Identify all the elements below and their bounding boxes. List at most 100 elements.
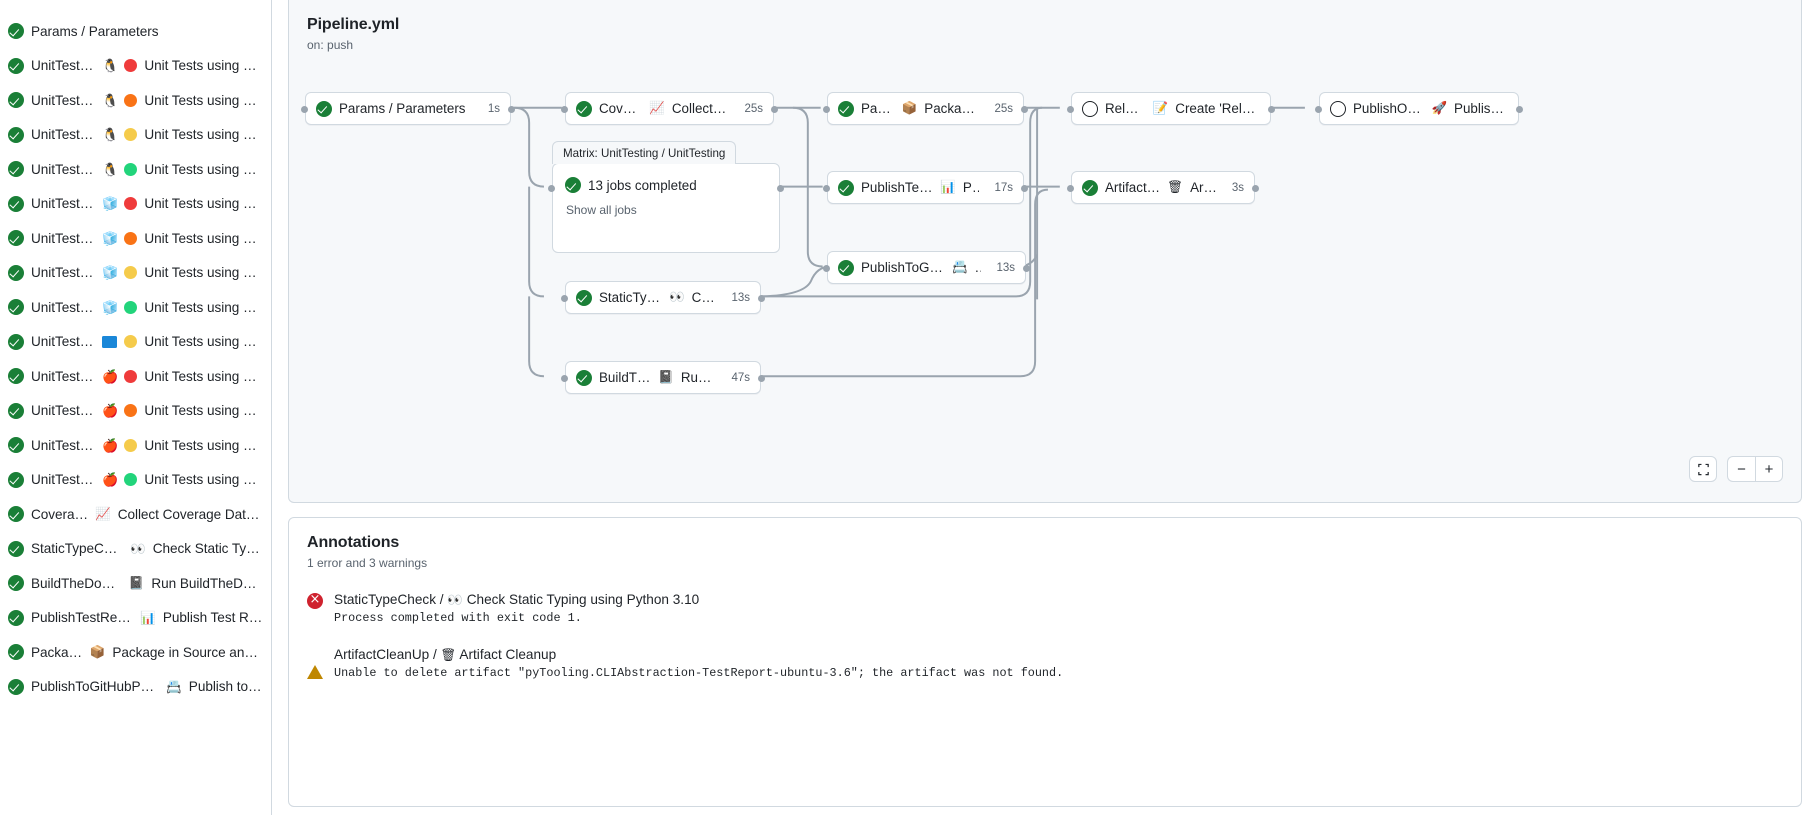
success-check-icon [8,333,24,350]
success-check-icon [8,678,24,695]
graph-node-duration: 17s [994,181,1013,194]
node-input-port [823,106,830,113]
annotation-item[interactable]: ArtifactCleanUp / 🗑 Artifact CleanupUnab… [307,647,1783,680]
sidebar-job-row[interactable]: UnitTesting / 🧊Unit Tests using Pyth... [0,187,271,222]
sidebar-job-row[interactable]: PublishToGitHubPages / 📇Publish to G... [0,670,271,705]
zoom-out-label: − [1737,460,1746,478]
sidebar-job-label: UnitTesting / [31,127,96,143]
sidebar-job-label: UnitTesting / [31,196,96,212]
python-version-dot [124,404,138,418]
sidebar-job-row[interactable]: BuildTheDocs / 📓Run BuildTheDocs [0,566,271,601]
sidebar-job-row[interactable]: UnitTesting / 🐧Unit Tests using Pyth... [0,49,271,84]
graph-node-typecheck[interactable]: StaticTypeCheck / 👀Chec...13s [561,281,765,314]
matrix-summary-row: 13 jobs completed [565,177,767,193]
sidebar-job-row[interactable]: UnitTesting / 🐧Unit Tests using Pyth... [0,118,271,153]
sidebar-job-row[interactable]: UnitTesting / 🧊Unit Tests using Pyth... [0,256,271,291]
node-input-port [1315,106,1322,113]
zoom-out-button[interactable]: − [1727,456,1755,482]
success-check-icon [8,230,24,247]
job-emoji-icon: 📇 [166,679,182,694]
sidebar-job-row[interactable]: UnitTesting / 🍎Unit Tests using Pyth... [0,463,271,498]
sidebar-job-label: UnitTesting / [31,299,96,315]
sidebar-job-suffix: Unit Tests using Pyth... [144,368,263,384]
sidebar-job-row[interactable]: PublishTestResults / 📊Publish Test Resu.… [0,601,271,636]
success-check-icon [1082,179,1098,196]
node-output-port [1252,185,1259,192]
success-check-icon [8,609,24,626]
sidebar-job-suffix: Unit Tests using Pyth... [144,92,263,108]
sidebar-job-label: UnitTesting / [31,230,96,246]
sidebar-job-row[interactable]: Coverage / 📈Collect Coverage Data usi... [0,497,271,532]
main-content: Pipeline.yml on: push [272,0,1818,815]
success-check-icon [8,264,24,281]
sidebar-job-row[interactable]: UnitTesting / 🐧Unit Tests using Pyth... [0,152,271,187]
graph-node-duration: 47s [731,371,750,384]
graph-node-duration: 25s [994,102,1013,115]
graph-node-testresults[interactable]: PublishTestResults / 📊Pu...17s [823,171,1028,204]
matrix-group[interactable]: Matrix: UnitTesting / UnitTesting 13 job… [548,141,784,253]
show-all-jobs-link[interactable]: Show all jobs [566,203,637,217]
success-check-icon [8,368,24,385]
graph-edges [508,106,1305,378]
sidebar-job-label: UnitTesting / [31,161,96,177]
zoom-button-group: − + [1727,456,1783,482]
graph-node-docs[interactable]: BuildTheDocs / 📓Run Buil...47s [561,361,765,394]
annotation-body: StaticTypeCheck / 👀 Check Static Typing … [334,592,699,625]
graph-node-coverage[interactable]: Coverage / 📈Collect Cove...25s [561,92,778,125]
sidebar-job-label: Package / [31,644,83,660]
python-version-dot [124,197,138,211]
node-output-port [758,375,765,382]
graph-node-package[interactable]: Package / 📦Package in So...25s [823,92,1028,125]
success-check-icon [565,177,581,193]
graph-node-step-label: Artifac... [1190,180,1217,195]
sidebar-job-row[interactable]: StaticTypeCheck / 👀Check Static Typing..… [0,532,271,567]
success-check-icon [8,402,24,419]
graph-node-ghpages[interactable]: PublishToGitHubPages / 📇...13s [823,251,1030,284]
node-output-port [1268,106,1275,113]
graph-node-emoji-icon: 📓 [658,370,674,385]
apple-icon: 🍎 [102,403,119,419]
python-version-dot [124,369,138,383]
apple-icon: 🍎 [102,437,119,453]
sidebar-job-row[interactable]: UnitTesting / 🍎Unit Tests using Pyth... [0,394,271,429]
sidebar-job-row[interactable]: UnitTesting / 🐧Unit Tests using Pyth... [0,83,271,118]
sidebar-job-row[interactable]: UnitTesting / Unit Tests using Pyth... [0,325,271,360]
graph-node-pypi[interactable]: PublishOnPyPI / 🚀Publish to ... [1315,92,1523,125]
sidebar-job-label: UnitTesting / [31,472,96,488]
sidebar-job-label: UnitTesting / [31,265,96,281]
matrix-body: 13 jobs completed Show all jobs [553,164,779,227]
success-check-icon [576,100,592,117]
graph-node-label: PublishOnPyPI / [1353,101,1424,116]
sidebar-job-row[interactable]: UnitTesting / 🍎Unit Tests using Pyth... [0,359,271,394]
success-check-icon [8,57,24,74]
python-version-dot [124,473,138,487]
zoom-in-button[interactable]: + [1755,456,1783,482]
annotation-item[interactable]: StaticTypeCheck / 👀 Check Static Typing … [307,592,1783,625]
annotations-title: Annotations [307,534,400,551]
graph-node-artifact[interactable]: ArtifactCleanUp / 🗑Artifac...3s [1067,171,1259,204]
python-version-dot [124,162,138,176]
sidebar-job-row[interactable]: UnitTesting / 🍎Unit Tests using Pyth... [0,428,271,463]
annotation-emoji-icon: 🗑 [440,648,457,662]
sidebar-job-row[interactable]: Params / Parameters [0,14,271,49]
graph-node-emoji-icon: 📊 [940,180,956,195]
sidebar-job-label: PublishToGitHubPages / [31,679,160,695]
sidebar-job-label: BuildTheDocs / [31,575,122,591]
node-output-port [508,106,515,113]
sidebar-job-suffix: Unit Tests using Pyth... [144,230,263,246]
fit-to-screen-button[interactable] [1689,456,1717,482]
sidebar-job-row[interactable]: Package / 📦Package in Source and Wh... [0,635,271,670]
sidebar-job-row[interactable]: UnitTesting / 🧊Unit Tests using Pyth... [0,221,271,256]
graph-node-release[interactable]: Release / 📝Create 'Release P... [1067,92,1275,125]
graph-node-emoji-icon: 📝 [1152,101,1169,116]
sidebar-job-label: UnitTesting / [31,437,96,453]
node-output-port [1021,185,1028,192]
graph-node-label: BuildTheDocs / [599,370,652,385]
sidebar-job-row[interactable]: UnitTesting / 🧊Unit Tests using Pyth... [0,290,271,325]
fullscreen-icon [1697,463,1709,475]
success-check-icon [8,161,24,178]
workflow-trigger: on: push [307,38,354,52]
